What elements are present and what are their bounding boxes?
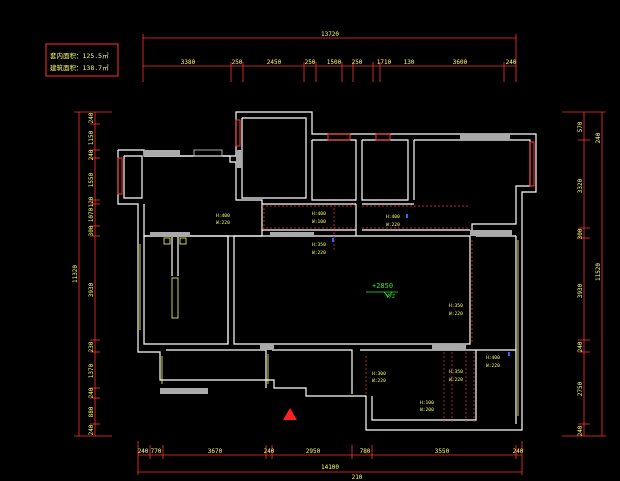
top-dimension-labels: 13720 3380 250 2450 250 1500 250 1710 13…: [181, 31, 517, 66]
left-dim-1: 240: [88, 112, 95, 123]
window-tag-h-4: H:350: [312, 242, 326, 248]
top-dim-3: 2450: [267, 59, 282, 66]
left-dim-5: 120: [88, 196, 95, 207]
hidden-lines: [262, 205, 475, 422]
bottom-dim-1: 240: [138, 448, 149, 455]
top-dim-10: 240: [506, 59, 517, 66]
area-info-box: 套内面积：125.5㎡ 建筑面积：138.7㎡: [45, 43, 119, 77]
window-tag-w-8: W:220: [449, 377, 463, 383]
top-dim-4: 250: [305, 59, 316, 66]
window-tag-h-3: H:400: [386, 214, 400, 220]
window-tag-h-9: H:100: [420, 400, 434, 406]
right-dim-4: 3930: [577, 283, 584, 298]
left-total-dim: 11320: [72, 265, 79, 283]
bottom-dimension-chain: [137, 441, 523, 475]
right-total-dim: 11520: [595, 263, 602, 281]
window-tag-w-3: W:220: [386, 222, 400, 228]
building-area-text: 建筑面积：138.7㎡: [50, 63, 109, 72]
window-tag-w-6: W:220: [486, 363, 500, 369]
left-dim-11: 240: [88, 387, 95, 398]
left-dim-3: 240: [88, 149, 95, 160]
elevation-sub: Y/Z: [386, 294, 395, 300]
left-dim-10: 1370: [88, 363, 95, 378]
bottom-dim-5: 2950: [306, 448, 321, 455]
window-tag-w-9: W:200: [420, 407, 434, 413]
window-tag-w-2: W:100: [312, 219, 326, 225]
right-dim-6: 2750: [577, 381, 584, 396]
left-dim-8: 3930: [88, 282, 95, 297]
right-dim-1: 570: [577, 121, 584, 132]
walls: [117, 111, 537, 431]
window-tag-h-6: H:400: [486, 355, 500, 361]
interior-area-text: 套内面积：125.5㎡: [50, 51, 109, 60]
window-tag-h-8: H:350: [449, 369, 463, 375]
bottom-dim-7: 3550: [435, 448, 450, 455]
left-dim-6: 1070: [88, 207, 95, 222]
bottom-dim-3: 3670: [208, 448, 223, 455]
right-outer-top-dim: 240: [595, 132, 602, 143]
bottom-dim-6: 780: [360, 448, 371, 455]
left-dim-9: 230: [88, 341, 95, 352]
top-dim-8: 130: [404, 59, 415, 66]
bottom-dimension-labels: 240 770 3670 240 2950 780 3550 240 14100…: [138, 448, 524, 481]
bottom-dim-2: 770: [151, 448, 162, 455]
window-tag-h-1: H:400: [216, 213, 230, 219]
right-dim-2: 3320: [577, 178, 584, 193]
top-dim-7: 1710: [377, 59, 392, 66]
right-dim-5: 240: [577, 341, 584, 352]
window-tag-w-7: W:220: [372, 378, 386, 384]
window-tag-w-5: W:220: [449, 311, 463, 317]
right-dimension-chain: [562, 111, 606, 437]
bottom-dim-8: 240: [513, 448, 524, 455]
left-dimension-labels: 240 1150 240 1550 120 1070 300 3930 230 …: [72, 112, 95, 435]
right-dim-3: 300: [577, 228, 584, 239]
top-dimension-chain: [142, 34, 517, 82]
window-tag-w-1: W:220: [216, 220, 230, 226]
top-dim-6: 250: [352, 59, 363, 66]
window-tag-w-4: W:220: [312, 250, 326, 256]
yellow-fixtures: [139, 237, 519, 416]
elevation-value: +2850: [372, 282, 393, 290]
bottom-total-dim: 14100: [321, 464, 339, 471]
window-tags: H:400 W:220 H:400 W:100 H:400 W:220 H:35…: [216, 211, 500, 413]
top-dim-1: 3380: [181, 59, 196, 66]
left-dim-7: 300: [88, 225, 95, 236]
top-dim-9: 3600: [453, 59, 468, 66]
blue-markers: [332, 214, 510, 356]
right-dimension-labels: 570 3320 300 3930 240 2750 240 11520 240: [577, 121, 602, 436]
left-dimension-chain: [74, 111, 112, 437]
left-dim-12: 880: [88, 406, 95, 417]
bottom-sub-total-dim: 210: [352, 474, 363, 481]
window-tag-h-2: H:400: [312, 211, 326, 217]
top-dim-5: 1500: [327, 59, 342, 66]
window-tag-h-5: H:350: [449, 303, 463, 309]
right-dim-7: 240: [577, 425, 584, 436]
bottom-dim-4: 240: [264, 448, 275, 455]
windows: [144, 133, 512, 394]
window-tag-h-7: H:300: [372, 371, 386, 377]
left-dim-2: 1150: [88, 130, 95, 145]
top-total-dim: 13720: [321, 31, 339, 38]
elevation-mark: +2850 Y/Z: [366, 282, 398, 300]
top-dim-2: 250: [232, 59, 243, 66]
side-windows: [117, 119, 535, 195]
entrance-marker-icon: [283, 408, 297, 420]
left-dim-13: 240: [88, 424, 95, 435]
left-dim-4: 1550: [88, 172, 95, 187]
